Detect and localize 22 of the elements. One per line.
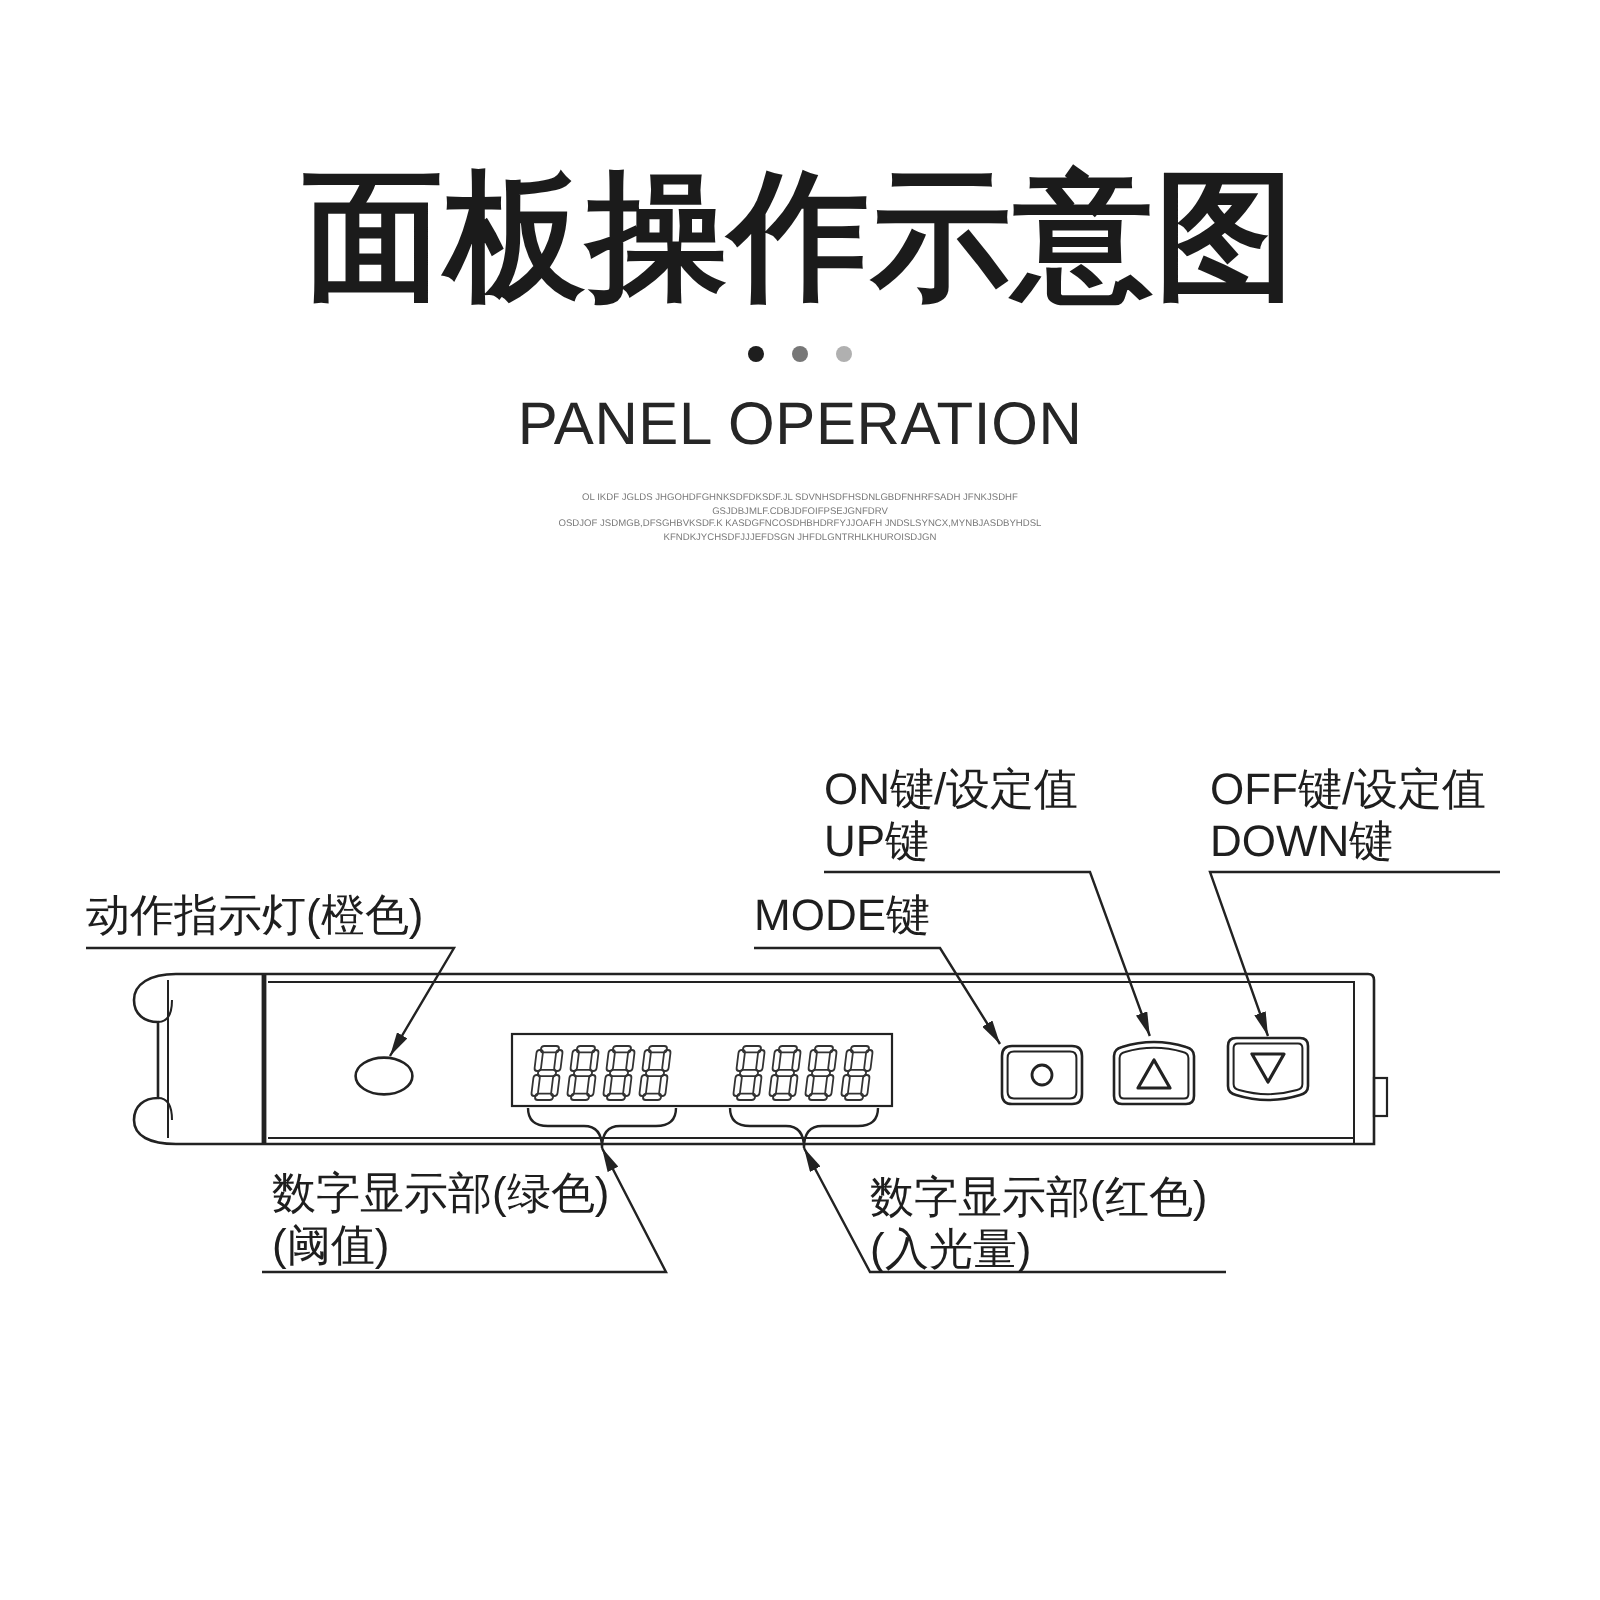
- indicator-lamp: [354, 1056, 414, 1096]
- leader-line: [86, 946, 457, 1057]
- page-title: 面板操作示意图: [303, 156, 1297, 318]
- leader-line: [824, 870, 1151, 1037]
- up-key: [1112, 1036, 1196, 1106]
- callout-label: DOWN键: [1210, 816, 1394, 868]
- callout-label: 动作指示灯(橙色): [86, 890, 424, 942]
- leader-line: [262, 1147, 668, 1274]
- callout-label: 数字显示部(红色): [870, 1172, 1208, 1224]
- callout-label: 数字显示部(绿色): [272, 1168, 610, 1220]
- callout-label: (入光量): [870, 1224, 1032, 1276]
- leader-line: [1208, 870, 1500, 1037]
- leader-line: [802, 1147, 1226, 1274]
- mode-key: [1000, 1044, 1084, 1106]
- callout-label: OFF键/设定值: [1210, 764, 1487, 816]
- leader-line: [754, 946, 1001, 1045]
- callout-label: MODE键: [754, 890, 930, 942]
- callout-label: UP键: [824, 816, 930, 868]
- callout-label: (阈值): [272, 1220, 390, 1272]
- down-key: [1226, 1036, 1310, 1106]
- callout-label: ON键/设定值: [824, 764, 1079, 816]
- subtitle: PANEL OPERATION: [517, 392, 1083, 460]
